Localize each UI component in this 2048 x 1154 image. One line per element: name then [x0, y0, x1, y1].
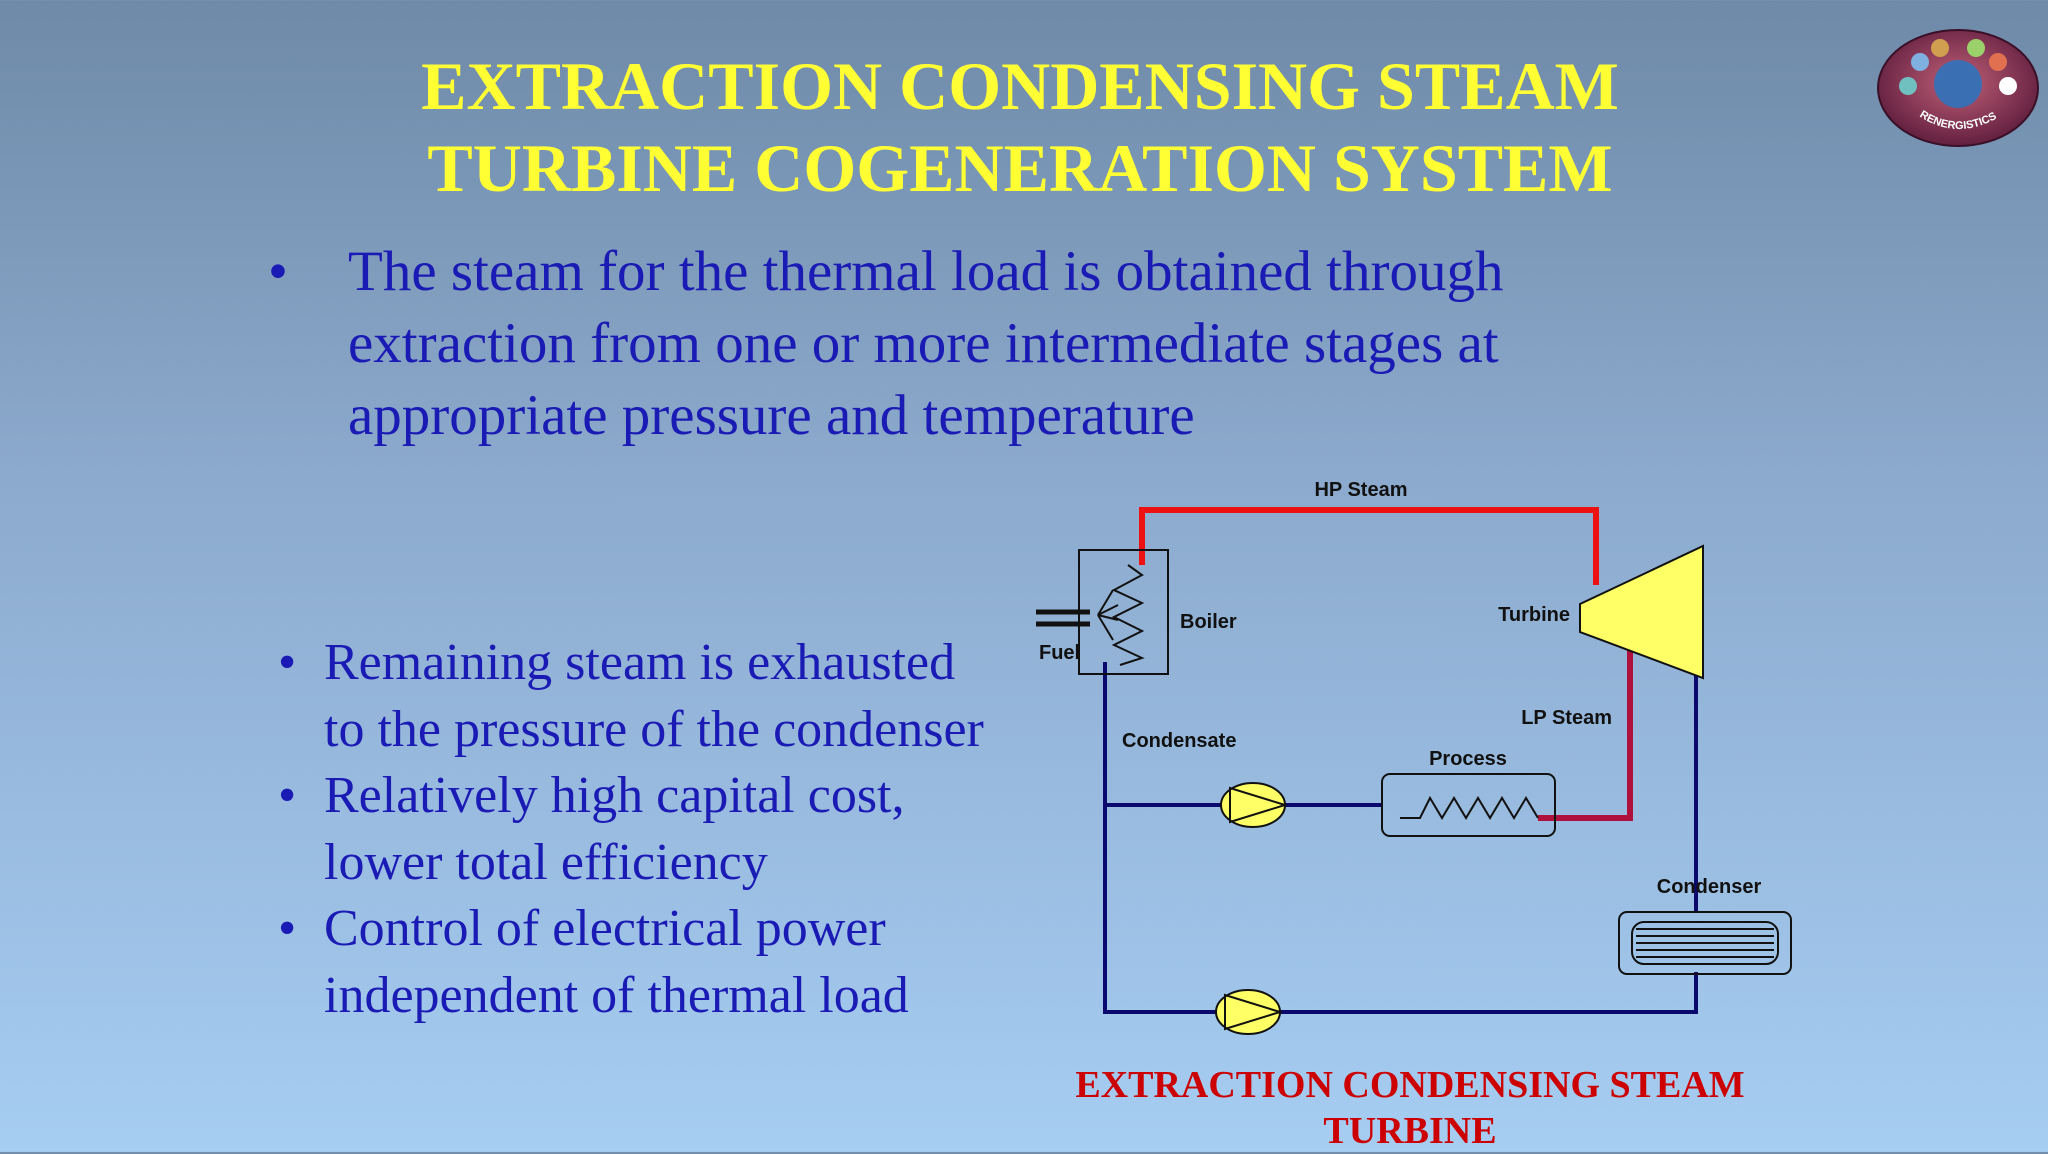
bullet-marker: •	[278, 767, 297, 824]
process-heater	[1381, 773, 1556, 837]
label-turbine: Turbine	[1498, 604, 1570, 626]
hp-steam-line	[1139, 507, 1599, 585]
label-fuel: Fuel	[1039, 642, 1080, 664]
title-line-2: TURBINE COGENERATION SYSTEM	[427, 130, 1613, 206]
process-coil	[1400, 795, 1539, 820]
condenser	[1618, 911, 1792, 975]
turbine	[1579, 544, 1704, 680]
feed-pump-icon	[1215, 989, 1284, 1035]
label-lp-steam: LP Steam	[1521, 707, 1612, 729]
label-condensate: Condensate	[1122, 730, 1236, 752]
title-line-1: EXTRACTION CONDENSING STEAM	[421, 48, 1619, 124]
condenser-coils	[1631, 921, 1779, 965]
bullet-marker: •	[278, 900, 297, 957]
list-item: • Control of electrical power independent…	[278, 896, 998, 1029]
main-bullet-text: The steam for the thermal load is obtain…	[348, 240, 1504, 447]
diagram-caption: EXTRACTION CONDENSING STEAM TURBINE	[1030, 1062, 1790, 1154]
label-boiler: Boiler	[1180, 611, 1237, 633]
feedwater-line	[1103, 662, 1698, 1014]
bullet-marker: •	[268, 240, 288, 303]
list-item-text: Remaining steam is exhausted to the pres…	[324, 634, 984, 758]
label-process: Process	[1429, 748, 1507, 770]
caption-line-2: TURBINE	[1323, 1110, 1497, 1152]
renergistics-logo: RENERGISTICS	[1877, 29, 2039, 147]
list-item: • Relatively high capital cost, lower tot…	[278, 763, 998, 896]
lp-steam-line	[1538, 650, 1633, 821]
fuel-inlet	[1036, 609, 1090, 627]
label-condenser: Condenser	[1657, 876, 1762, 898]
label-hp-steam: HP Steam	[1314, 479, 1407, 501]
slide-title: EXTRACTION CONDENSING STEAM TURBINE COGE…	[0, 45, 2040, 209]
bullet-marker: •	[278, 634, 297, 691]
list-item-text: Relatively high capital cost, lower tota…	[324, 767, 905, 891]
flame-icon	[1097, 589, 1119, 641]
condensate-pump-icon	[1220, 782, 1289, 828]
list-item-text: Control of electrical power independent …	[324, 900, 909, 1024]
list-item: • Remaining steam is exhausted to the pre…	[278, 630, 998, 763]
caption-line-1: EXTRACTION CONDENSING STEAM	[1075, 1064, 1745, 1106]
bullet-list: • Remaining steam is exhausted to the pre…	[278, 630, 998, 1029]
globe-icon	[1934, 60, 1982, 108]
boiler-coil	[1111, 564, 1145, 666]
